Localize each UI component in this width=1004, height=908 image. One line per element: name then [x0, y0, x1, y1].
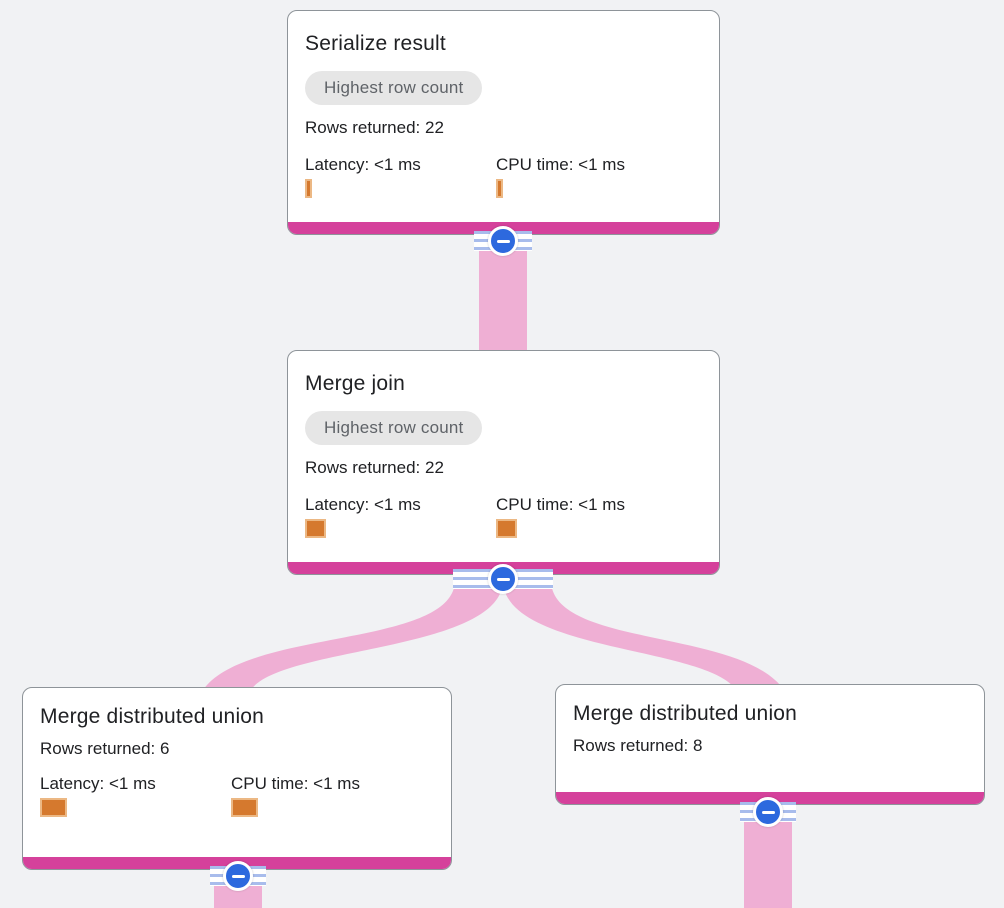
plan-node-merge-distributed-union-left[interactable]: Merge distributed union Rows returned: 6… [22, 687, 452, 870]
latency-label: Latency: <1 ms [305, 155, 421, 174]
highest-row-count-badge: Highest row count [305, 411, 483, 445]
node-title: Serialize result [305, 32, 446, 55]
cpu-time-label: CPU time: <1 ms [231, 774, 360, 793]
minus-icon [761, 810, 775, 814]
latency-metric: Latency: <1 ms [305, 494, 496, 538]
plan-node-merge-distributed-union-right[interactable]: Merge distributed union Rows returned: 8 [555, 684, 985, 805]
rows-returned-text: Rows returned: 22 [305, 118, 444, 137]
minus-icon [231, 874, 245, 878]
latency-bar [305, 179, 312, 198]
latency-metric: Latency: <1 ms [40, 773, 231, 817]
node-title: Merge distributed union [40, 705, 265, 728]
node-title: Merge join [305, 372, 406, 395]
node-title: Merge distributed union [573, 702, 798, 725]
rows-returned-text: Rows returned: 6 [40, 739, 170, 758]
node-metrics: Latency: <1 ms CPU time: <1 ms [40, 773, 434, 817]
latency-bar [40, 798, 67, 817]
plan-node-serialize-result[interactable]: Serialize result Highest row count Rows … [287, 10, 720, 235]
rows-returned-text: Rows returned: 8 [573, 736, 703, 755]
cpu-time-label: CPU time: <1 ms [496, 155, 625, 174]
cpu-time-label: CPU time: <1 ms [496, 495, 625, 514]
minus-icon [496, 239, 510, 243]
node-metrics: Latency: <1 ms CPU time: <1 ms [305, 494, 702, 538]
collapse-button-right-union[interactable] [753, 797, 783, 827]
collapse-button-serialize-result[interactable] [488, 226, 518, 256]
edge-merge-join-to-right-union [503, 580, 784, 690]
collapse-button-merge-join[interactable] [488, 564, 518, 594]
cpu-metric: CPU time: <1 ms [496, 154, 687, 198]
cpu-time-bar [496, 179, 503, 198]
minus-icon [496, 577, 510, 581]
collapse-button-left-union[interactable] [223, 861, 253, 891]
latency-bar [305, 519, 326, 538]
highest-row-count-badge: Highest row count [305, 71, 483, 105]
latency-label: Latency: <1 ms [40, 774, 156, 793]
rows-returned-text: Rows returned: 22 [305, 458, 444, 477]
latency-label: Latency: <1 ms [305, 495, 421, 514]
cpu-metric: CPU time: <1 ms [496, 494, 687, 538]
node-metrics: Latency: <1 ms CPU time: <1 ms [305, 154, 702, 198]
cpu-metric: CPU time: <1 ms [231, 773, 422, 817]
edge-merge-join-to-left-union [203, 580, 503, 690]
plan-node-merge-join[interactable]: Merge join Highest row count Rows return… [287, 350, 720, 575]
cpu-time-bar [231, 798, 258, 817]
cpu-time-bar [496, 519, 517, 538]
latency-metric: Latency: <1 ms [305, 154, 496, 198]
